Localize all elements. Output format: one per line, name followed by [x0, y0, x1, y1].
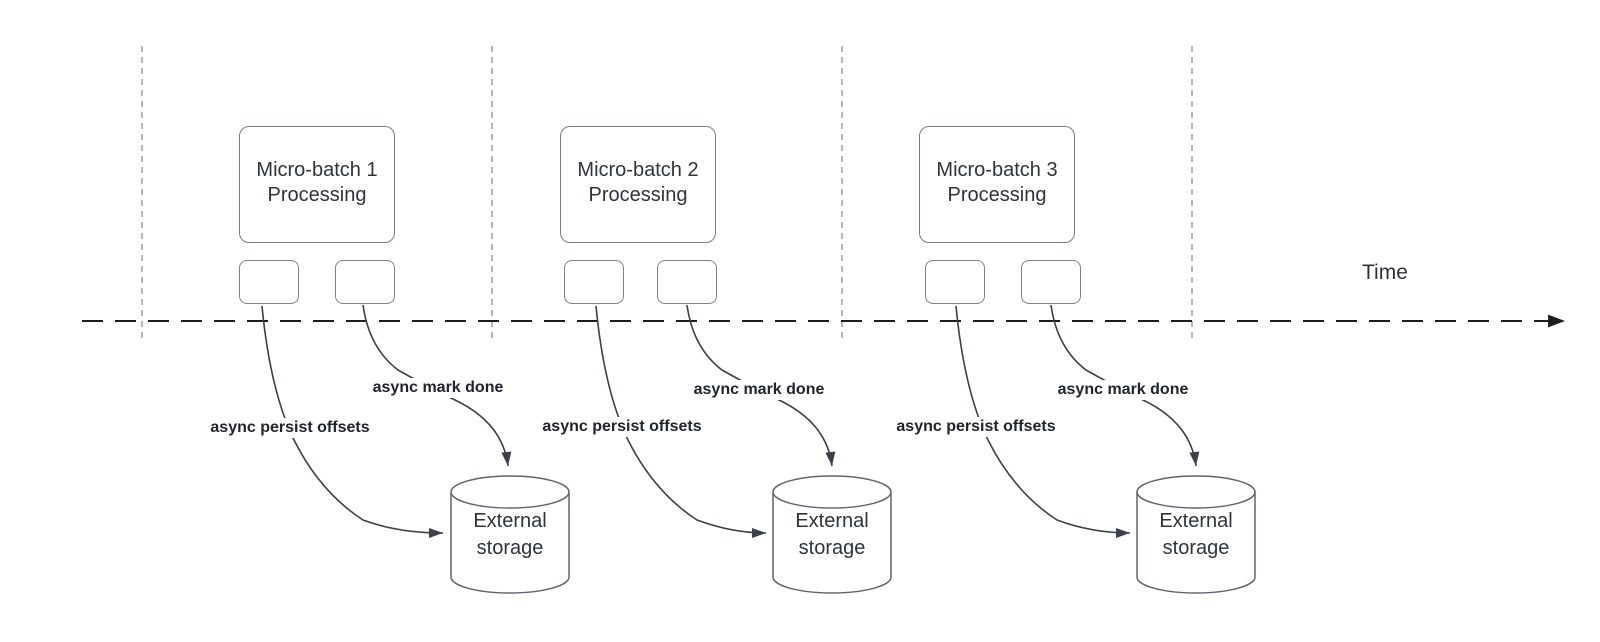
- micro-batch-2-label-line2: Processing: [588, 183, 688, 206]
- persist-offsets-label-1: async persist offsets: [206, 418, 374, 438]
- persist-offsets-label-3: async persist offsets: [892, 417, 1060, 437]
- offset-task-rect-2: [564, 260, 624, 304]
- storage-cylinder-3: [1136, 475, 1256, 594]
- external-storage-label-3: External storage: [1137, 508, 1255, 562]
- micro-batch-2-processing-box: Micro-batch 2 Processing: [560, 126, 716, 243]
- external-storage-2-line1: External: [795, 510, 869, 532]
- persist-offsets-arrow-2: [595, 305, 767, 538]
- micro-batch-2-label-line1: Micro-batch 2: [577, 158, 699, 181]
- storage-cylinder-2: [772, 475, 892, 594]
- external-storage-1-line2: storage: [476, 537, 544, 559]
- persist-offsets-label-2: async persist offsets: [538, 417, 706, 437]
- micro-batch-1-label-line2: Processing: [267, 183, 367, 206]
- mark-done-label-2: async mark done: [689, 380, 829, 400]
- storage-cylinder-1: [450, 475, 570, 594]
- external-storage-1-line1: External: [473, 510, 547, 532]
- micro-batch-3-processing-box: Micro-batch 3 Processing: [919, 126, 1075, 243]
- commit-task-rect-1: [335, 260, 395, 304]
- external-storage-3-line1: External: [1159, 510, 1233, 532]
- persist-offsets-arrow-3: [955, 305, 1131, 538]
- commit-task-rect-2: [657, 260, 717, 304]
- mark-done-label-1: async mark done: [368, 378, 508, 398]
- external-storage-2-line2: storage: [798, 537, 866, 559]
- micro-batch-3-label-line1: Micro-batch 3: [936, 158, 1058, 181]
- external-storage-label-1: External storage: [451, 508, 569, 562]
- time-axis-label: Time: [1362, 261, 1408, 284]
- offset-task-rect-3: [925, 260, 985, 304]
- micro-batch-1-processing-box: Micro-batch 1 Processing: [239, 126, 395, 243]
- mark-done-label-3: async mark done: [1053, 380, 1193, 400]
- micro-batch-3-label-line2: Processing: [947, 183, 1047, 206]
- offset-task-rect-1: [239, 260, 299, 304]
- commit-task-rect-3: [1021, 260, 1081, 304]
- external-storage-label-2: External storage: [773, 508, 891, 562]
- persist-offsets-arrow-1: [261, 305, 444, 538]
- external-storage-3-line2: storage: [1162, 537, 1230, 559]
- micro-batch-1-label-line1: Micro-batch 1: [256, 158, 378, 181]
